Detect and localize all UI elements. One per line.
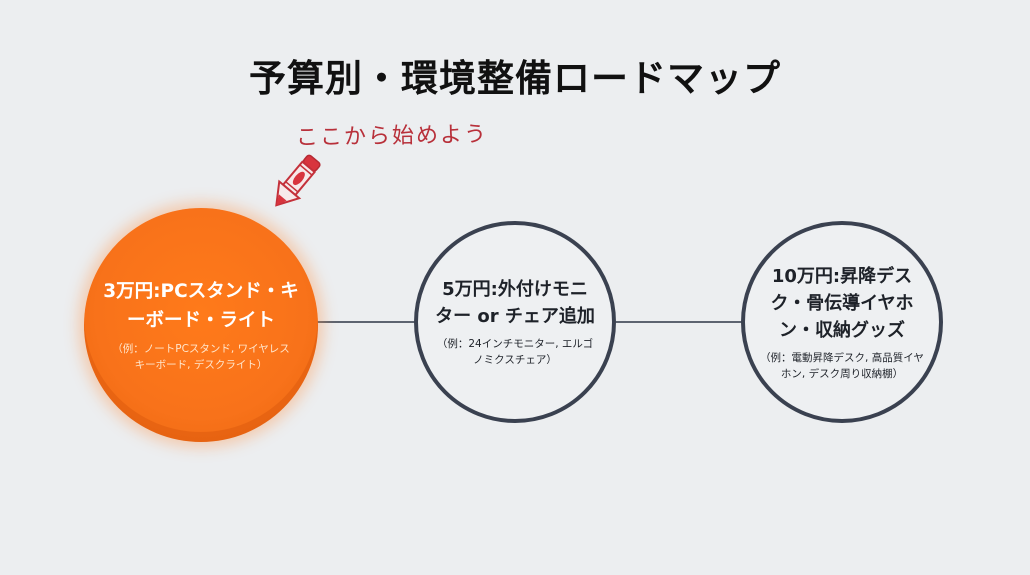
step-heading: 3万円:PCスタンド・キーボード・ライト bbox=[103, 281, 299, 331]
connector-line-2 bbox=[616, 321, 744, 323]
step-5man-yen: 5万円:外付けモニター or チェア追加 （例：24インチモニター, エルゴノミ… bbox=[414, 221, 616, 423]
step-example: （例：電動昇降デスク, 高品質イヤホン, デスク周り収納棚） bbox=[760, 351, 924, 380]
page-title: 予算別・環境整備ロードマップ bbox=[249, 57, 781, 100]
step-10man-yen: 10万円:昇降デスク・骨伝導イヤホン・収納グッズ （例：電動昇降デスク, 高品質… bbox=[741, 221, 943, 423]
crayon-arrow-icon bbox=[275, 154, 321, 207]
start-here-annotation: ここから始めよう bbox=[295, 122, 489, 151]
step-example: （例：ノートPCスタンド, ワイヤレスキーボード, デスクライト） bbox=[112, 343, 290, 371]
connector-line-1 bbox=[316, 321, 416, 323]
step-heading: 5万円:外付けモニター or チェア追加 bbox=[435, 279, 595, 327]
step-example: （例：24インチモニター, エルゴノミクスチェア） bbox=[436, 338, 594, 366]
step-3man-yen: 3万円:PCスタンド・キーボード・ライト （例：ノートPCスタンド, ワイヤレス… bbox=[84, 208, 318, 442]
step-heading: 10万円:昇降デスク・骨伝導イヤホン・収納グッズ bbox=[770, 265, 914, 341]
